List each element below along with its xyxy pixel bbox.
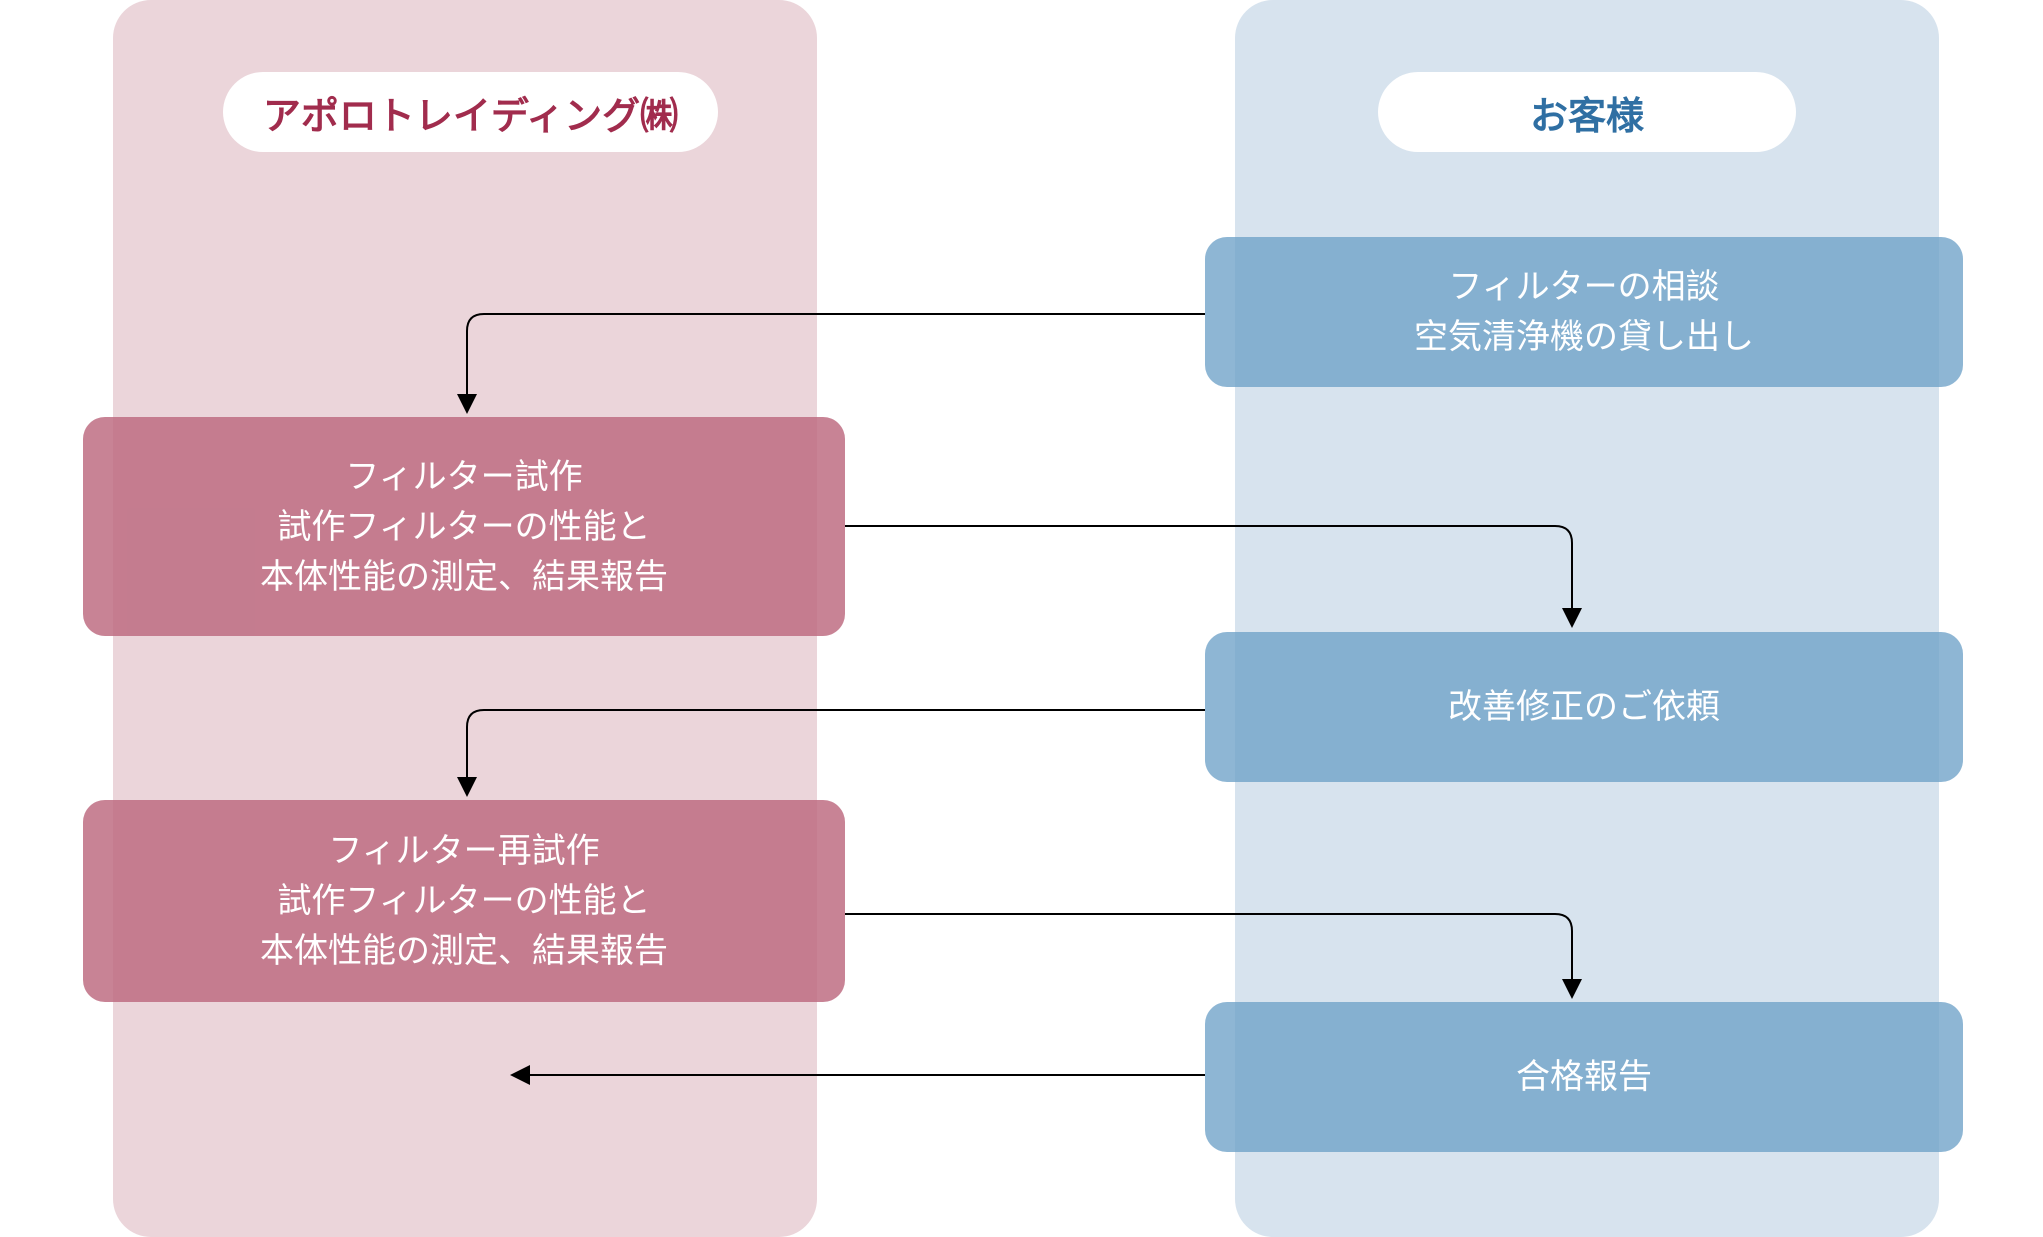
step-prototype: フィルター試作 試作フィルターの性能と 本体性能の測定、結果報告: [83, 417, 845, 636]
arrow-re-prototype-to-pass: [845, 913, 1582, 999]
step-line: 試作フィルターの性能と: [277, 881, 651, 921]
step-line: フィルターの相談: [1448, 267, 1720, 307]
step-line: 試作フィルターの性能と: [277, 506, 651, 547]
step-consultation: フィルターの相談 空気清浄機の貸し出し: [1205, 237, 1963, 387]
step-line: 合格報告: [1516, 1057, 1652, 1097]
company-lane-title: アポロトレイディング㈱: [223, 72, 718, 152]
arrow-consult-to-prototype: [457, 313, 1205, 414]
step-line: フィルター再試作: [328, 831, 600, 871]
step-revision-request: 改善修正のご依頼: [1205, 632, 1963, 782]
step-line: 本体性能の測定、結果報告: [260, 556, 668, 597]
arrow-prototype-to-revision: [845, 525, 1582, 628]
step-re-prototype: フィルター再試作 試作フィルターの性能と 本体性能の測定、結果報告: [83, 800, 845, 1002]
arrow-revision-to-re-prototype: [457, 709, 1205, 797]
step-line: フィルター試作: [345, 456, 583, 497]
step-line: 空気清浄機の貸し出し: [1414, 317, 1754, 357]
step-line: 改善修正のご依頼: [1448, 687, 1720, 727]
customer-lane-title: お客様: [1378, 72, 1796, 152]
step-pass-report: 合格報告: [1205, 1002, 1963, 1152]
step-line: 本体性能の測定、結果報告: [260, 931, 668, 971]
